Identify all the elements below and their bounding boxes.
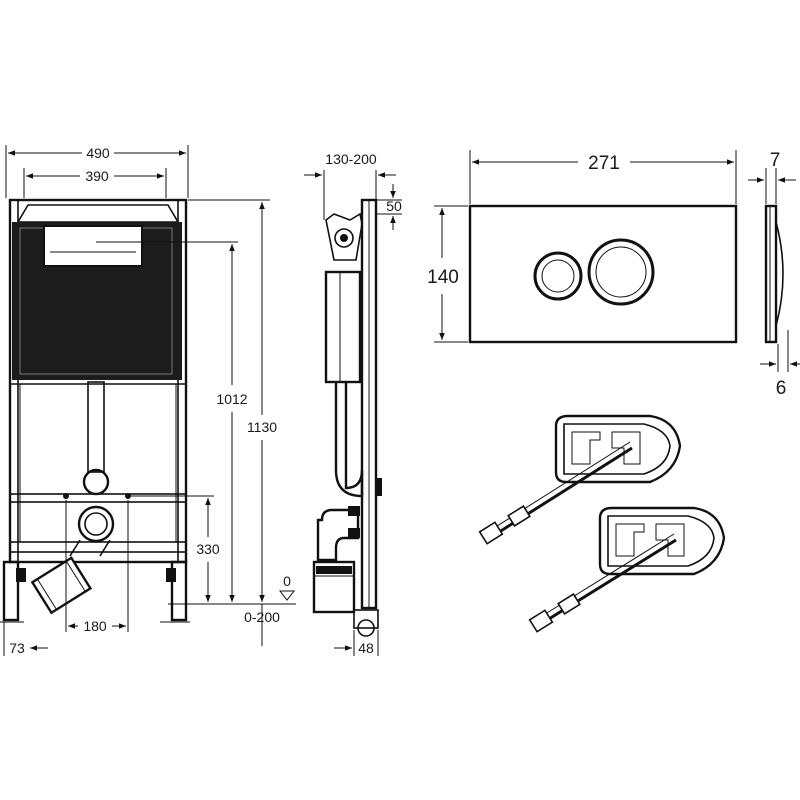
side-outlet <box>312 560 356 614</box>
dim-depth-range: 130-200 <box>325 151 377 167</box>
small-flush-button <box>533 251 583 301</box>
floor-zero-label: 0 <box>283 573 291 589</box>
outlet-pipe <box>30 556 93 615</box>
dim-outlet-spacing: 180 <box>83 618 107 634</box>
dim-plate-width: 271 <box>588 153 620 174</box>
left-foot <box>2 560 20 622</box>
dim-width-inner: 390 <box>85 168 109 184</box>
large-flush-button <box>587 238 655 306</box>
dim-height-tank: 1012 <box>216 391 247 407</box>
wall-bracket-upper <box>478 414 682 545</box>
side-cistern <box>324 270 362 384</box>
flush-plate: 271 140 7 6 <box>427 150 800 399</box>
frame-outline <box>8 198 188 564</box>
top-plate <box>16 204 180 223</box>
dim-top-offset: 50 <box>386 198 402 214</box>
dim-adjust-range: 0-200 <box>244 609 280 625</box>
dim-leg-offset: 73 <box>9 640 25 656</box>
side-view: 130-200 50 48 <box>304 151 402 656</box>
floor-marker-icon <box>278 590 296 601</box>
wall-bracket-lower <box>528 506 726 633</box>
right-foot <box>170 560 188 622</box>
cistern-opening <box>43 225 143 267</box>
dim-plate-height: 140 <box>427 267 459 288</box>
dim-plate-thickness-top: 7 <box>770 150 781 171</box>
dim-plate-thickness-bottom: 6 <box>776 378 787 399</box>
dim-leg-depth: 48 <box>358 640 374 656</box>
dim-height-outlet: 330 <box>196 541 220 557</box>
dim-height-total: 1130 <box>247 419 277 435</box>
flush-plate-side <box>764 204 778 344</box>
side-pipe <box>334 382 364 498</box>
drain-connector <box>77 505 115 543</box>
flush-pipe <box>87 381 105 473</box>
flush-plate-front <box>468 204 738 344</box>
dim-width-total: 490 <box>86 145 110 161</box>
front-view: 490 390 1012 1130 330 0 0-200 1 <box>0 145 296 656</box>
